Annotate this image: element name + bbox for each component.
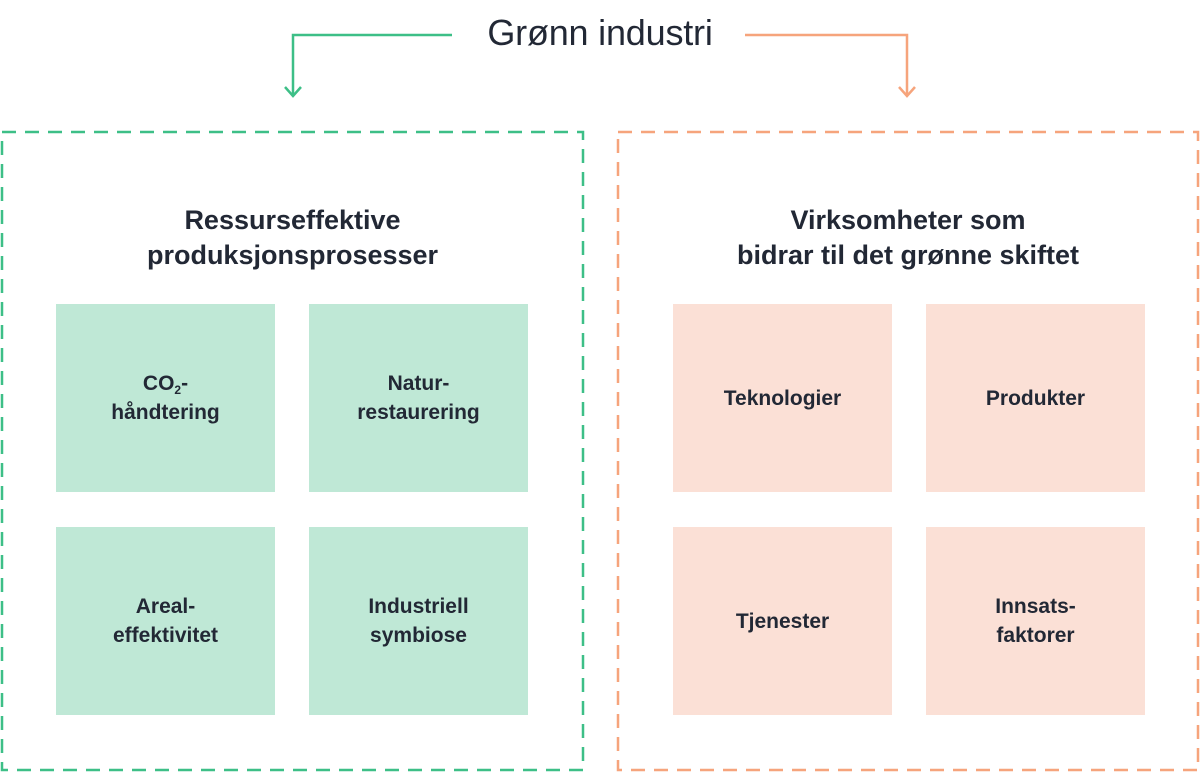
panel-title-left: Ressurseffektive produksjonsprosesser — [146, 205, 439, 270]
connector-arrows — [284, 33, 916, 98]
left-arrow-icon — [284, 33, 452, 98]
tile-input-factors: Innsats- faktorer — [926, 527, 1145, 715]
tile-services: Tjenester — [673, 527, 892, 715]
right-arrow-icon — [745, 33, 916, 98]
dashed-border-green — [0, 130, 585, 772]
tile-land-efficiency: Areal- effektivitet — [56, 527, 275, 715]
tile-nature-restoration: Natur- restaurering — [309, 304, 528, 492]
panel-green-shift-businesses: Virksomheter som bidrar til det grønne s… — [616, 130, 1200, 772]
tile-technologies: Teknologier — [673, 304, 892, 492]
panel-title-right: Virksomheter som bidrar til det grønne s… — [736, 205, 1080, 270]
tile-industrial-symbiosis: Industriell symbiose — [309, 527, 528, 715]
tile-co2-handling: CO2- håndtering — [56, 304, 275, 492]
panel-resource-efficient-processes: Ressurseffektive produksjonsprosesser CO… — [0, 130, 585, 772]
diagram-title: Grønn industri — [0, 12, 1200, 54]
dashed-border-orange — [616, 130, 1200, 772]
tile-products: Produkter — [926, 304, 1145, 492]
